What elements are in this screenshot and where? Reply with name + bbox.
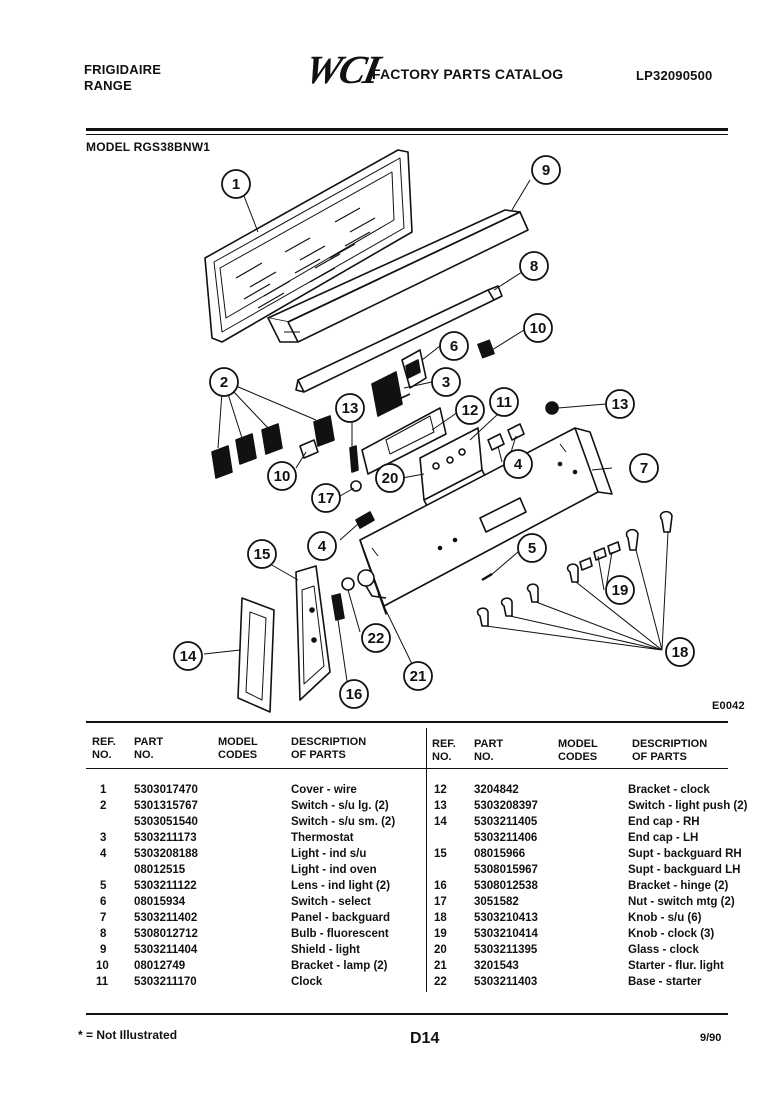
- model-label: MODEL RGS38BNW1: [86, 140, 211, 154]
- callout-9: 9: [542, 162, 550, 179]
- diagram-code: E0042: [712, 700, 745, 712]
- header-rule-thin: [86, 134, 728, 135]
- footnote: * = Not Illustrated: [78, 1028, 178, 1042]
- header-ref-no-right: REF.NO.: [432, 738, 456, 763]
- callout-8: 8: [530, 258, 538, 275]
- callout-20: 20: [382, 470, 399, 487]
- catalog-code: LP32090500: [636, 68, 713, 83]
- table-bottom-rule: [86, 1013, 728, 1015]
- brand-name: FRIGIDAIRE: [84, 62, 162, 77]
- callout-14: 14: [180, 648, 197, 665]
- part-bulb: [295, 285, 503, 393]
- callout-21: 21: [410, 668, 427, 685]
- table-header-rule: [86, 768, 728, 769]
- table-divider: [426, 728, 427, 992]
- callout-15: 15: [254, 546, 271, 563]
- callout-22: 22: [368, 630, 385, 647]
- callout-17: 17: [318, 490, 335, 507]
- part-support-lh: [237, 597, 275, 713]
- part-knobs: [476, 510, 673, 627]
- part-cover-wire: [204, 149, 413, 343]
- part-thermostat: [371, 371, 411, 417]
- callout-12: 12: [462, 402, 479, 419]
- header-ref-no: REF.NO.: [92, 736, 116, 761]
- callout-3: 3: [442, 374, 450, 391]
- part-support-rh: [295, 565, 331, 701]
- callout-11: 11: [496, 394, 512, 411]
- callout-16: 16: [346, 686, 363, 703]
- callout-19: 19: [612, 582, 629, 599]
- callout-1: 1: [232, 176, 240, 193]
- parts-diagram: 1 9 8 10 6 3 2 10 13 12 11 13 4 7 20 17 …: [173, 149, 695, 713]
- part-shield-light: [267, 209, 529, 343]
- part-clock-assembly: [361, 407, 487, 509]
- callout-13b: 13: [612, 396, 629, 413]
- callout-13: 13: [342, 400, 359, 417]
- product-type: RANGE: [84, 78, 132, 93]
- callout-10b: 10: [274, 468, 291, 485]
- callout-6: 6: [450, 338, 458, 355]
- callout-5: 5: [528, 540, 536, 557]
- callout-4: 4: [514, 456, 523, 473]
- table-top-rule: [86, 721, 728, 723]
- part-switches: [211, 415, 335, 479]
- page-number: D14: [410, 1030, 440, 1047]
- catalog-title: FACTORY PARTS CATALOG: [372, 66, 564, 82]
- callout-7: 7: [640, 460, 648, 477]
- header-rule-thick: [86, 128, 728, 131]
- callout-10: 10: [530, 320, 547, 337]
- callout-4b: 4: [318, 538, 327, 555]
- part-select-switch: [401, 349, 427, 389]
- print-date: 9/90: [700, 1032, 722, 1044]
- callout-2: 2: [220, 374, 228, 391]
- callout-18: 18: [672, 644, 689, 661]
